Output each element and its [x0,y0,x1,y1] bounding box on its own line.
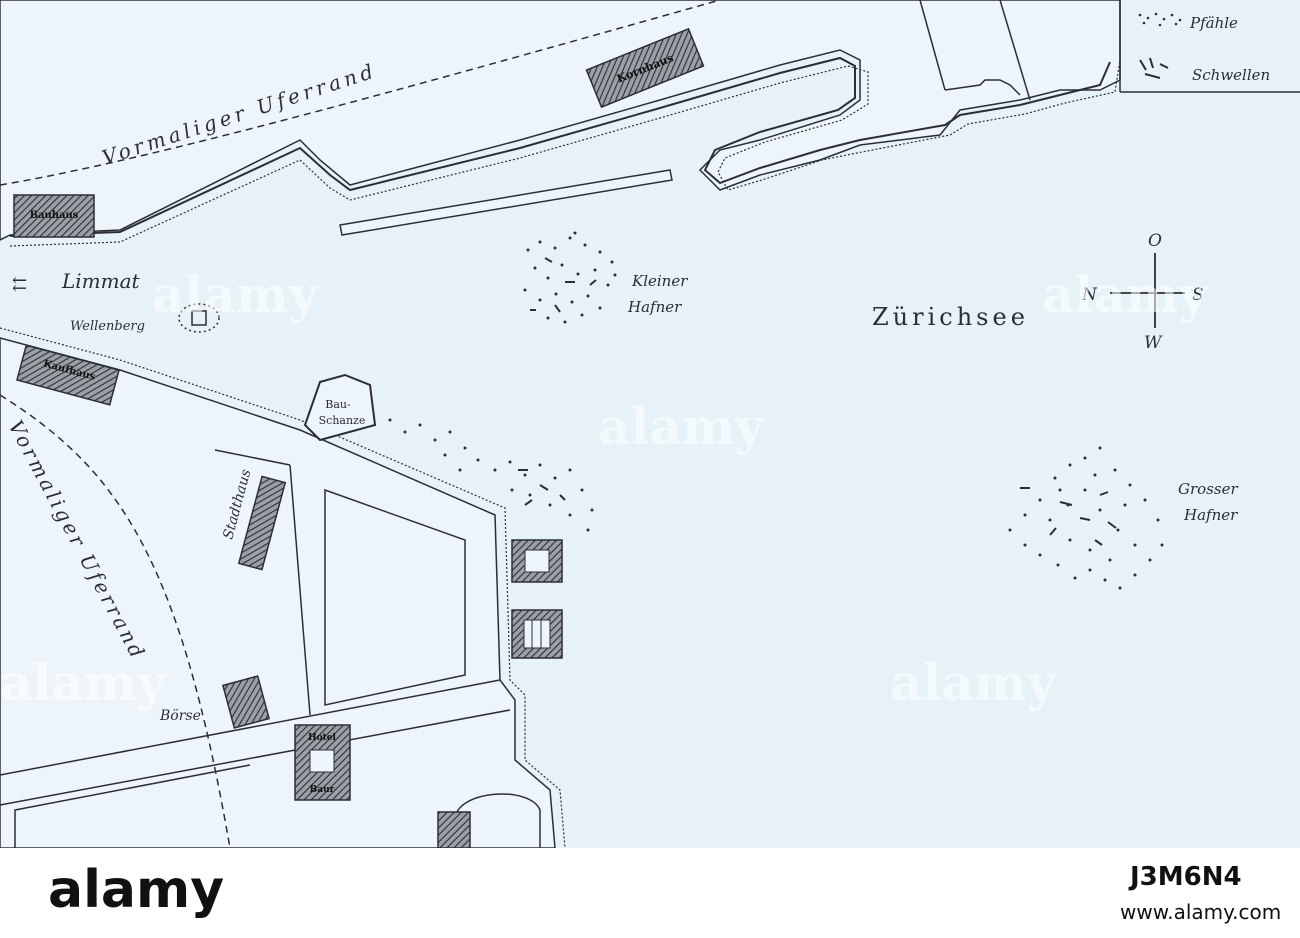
zurichsee-label: Zürichsee [872,303,1029,331]
pier [339,169,673,236]
bauschanze-label-2: Schanze [319,414,366,427]
kleiner-hafner-timbers [530,257,597,313]
historical-map: Pfähle Schwellen Kornhaus Bauhaus ⇇ Limm… [0,0,1300,848]
grosser-hafner-pile-field [1008,446,1164,590]
watermark-5: alamy [890,653,1058,712]
stock-url[interactable]: www.alamy.com [1120,900,1282,924]
watermark-3: alamy [1042,265,1210,324]
image-id: J3M6N4 [1130,862,1242,892]
north-bank-land [0,0,1121,241]
kaufhaus-building: Kaufhaus [16,344,120,406]
bauschanze-label-1: Bau- [325,398,351,411]
limmat-arrow: ⇇ [12,274,27,295]
stadthaus-building [237,475,287,571]
old-shoreline-top [0,0,721,186]
grosser-hafner-label-1: Grosser [1178,480,1238,498]
bauschanze-fort [303,373,377,442]
wellenberg-label: Wellenberg [70,319,145,334]
compass-rose [1110,253,1185,328]
compass-south-label: S [1192,285,1204,305]
stock-logo[interactable]: alamy [48,860,225,920]
watermark-1: alamy [152,265,320,324]
kornhaus-building: Kornhaus [585,27,705,109]
pfaehle-symbol [1138,12,1182,27]
shore-building [944,79,1021,96]
kleiner-hafner-pile-field [523,231,617,324]
grosser-hafner-timbers [1020,487,1117,546]
bauschanze-pile-field [388,418,594,532]
street-a [214,449,291,466]
old-shoreline-left [0,394,231,848]
compass-west-label: W [1144,333,1163,353]
small-building [437,811,471,848]
street-line-1 [919,0,946,91]
boerse-building [222,675,270,729]
bath-house-1 [511,539,563,583]
street-b [289,464,311,716]
kleiner-hafner-label-2: Hafner [627,298,682,316]
schwellen-symbol [1139,57,1169,79]
compass-north-label: N [1081,285,1098,305]
limmat-label: Limmat [61,269,141,293]
legend-pfaehle-label: Pfähle [1189,14,1238,32]
wellenberg-tower [191,310,207,326]
watermark-4: alamy [0,653,168,712]
stock-footer: alamy J3M6N4 www.alamy.com [0,848,1300,938]
bauhaus-building: Bauhaus [13,194,95,238]
kleiner-hafner-label-1: Kleiner [631,272,688,290]
street-d [0,709,511,806]
hotel-label-2: Baur [310,785,335,795]
square-1 [324,488,466,706]
street-line-2 [999,0,1031,101]
north-quay-outer [9,59,1121,247]
boerse-label: Börse [159,708,201,724]
wellenberg-piles [178,303,220,333]
south-quay [0,327,566,848]
watermark-2: alamy [598,397,766,456]
hotel-building: Hotel Baur [294,724,351,801]
north-quay [9,56,1111,237]
legend-schwellen-label: Schwellen [1192,66,1270,84]
grosser-hafner-label-2: Hafner [1183,506,1238,524]
compass-east-label: O [1148,231,1162,251]
bauschanze-timbers [518,469,566,506]
south-bank-land [0,337,556,848]
bauhaus-label: Bauhaus [30,210,79,221]
bath-house-2 [511,609,563,659]
hotel-label-1: Hotel [308,733,336,743]
street-e [14,764,251,848]
street-c [0,679,501,776]
